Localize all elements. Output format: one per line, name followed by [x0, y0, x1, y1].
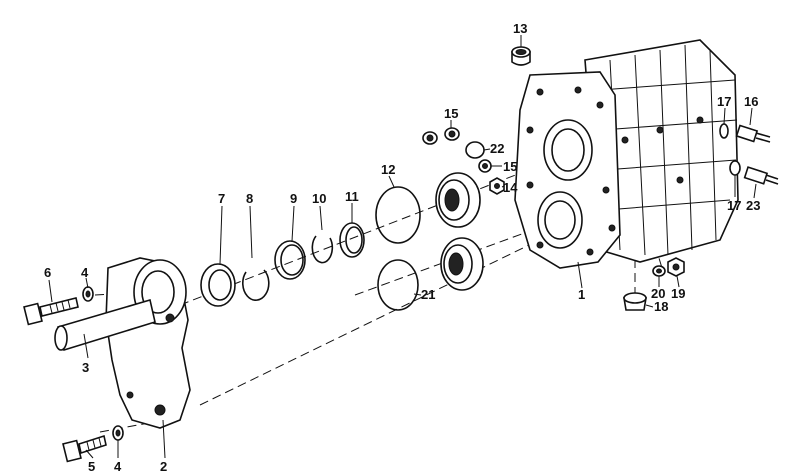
front-cover-2	[105, 257, 191, 429]
washer-17-upper	[719, 123, 729, 139]
callout-14: 14	[503, 180, 518, 195]
sensor-16	[735, 124, 771, 143]
washer-4-lower	[112, 425, 124, 441]
lower-bearing	[440, 237, 484, 291]
guide-tube-3	[54, 298, 156, 352]
housing-cross-ribs	[599, 79, 738, 211]
bolt-6	[23, 297, 79, 326]
plug-15-upper	[422, 127, 460, 145]
washer-17-lower	[729, 160, 741, 176]
transmission-housing	[514, 39, 739, 269]
ring-11	[339, 222, 365, 258]
circlip-8	[242, 269, 270, 301]
lower-axis-line	[199, 229, 561, 406]
shim-12	[375, 186, 421, 244]
bolt-5	[62, 434, 107, 463]
callout-18: 18	[654, 299, 668, 314]
housing-upper-bore-inner	[551, 128, 585, 172]
axis-line-bolt-5	[99, 419, 166, 433]
callout-1: 1	[578, 287, 585, 302]
callout-16: 16	[744, 94, 758, 109]
upper-bearing	[435, 172, 481, 228]
callout-8: 8	[246, 191, 253, 206]
top-plug-13	[511, 46, 531, 66]
sensor-23	[743, 166, 779, 185]
callout-22: 22	[490, 141, 504, 156]
shim-21	[377, 259, 419, 311]
axis-line-21	[354, 219, 561, 296]
callout-21: 21	[421, 287, 435, 302]
ring-9	[274, 240, 306, 280]
callout-10: 10	[312, 191, 326, 206]
circlip-10	[311, 235, 334, 264]
callout-20: 20	[651, 286, 665, 301]
callout-3: 3	[82, 360, 89, 375]
seal-7	[200, 263, 236, 307]
nut-19	[667, 257, 685, 277]
drain-plug-18	[623, 292, 647, 311]
washer-20	[652, 265, 666, 277]
callout-9: 9	[290, 191, 297, 206]
callout-15-lower: 15	[503, 159, 517, 174]
washer-4-upper	[82, 286, 94, 302]
housing-bolt-holes	[526, 86, 704, 256]
callout-2: 2	[160, 459, 167, 473]
callout-17-upper: 17	[717, 94, 731, 109]
housing-lower-bore-inner	[544, 200, 576, 240]
upper-axis-line	[179, 149, 581, 306]
callout-12: 12	[381, 162, 395, 177]
leader-lines	[48, 35, 757, 459]
callout-6: 6	[44, 265, 51, 280]
callout-19: 19	[671, 286, 685, 301]
callout-17-lower: 17	[727, 198, 741, 213]
plug-15-lower	[478, 159, 492, 173]
callout-labels: 1 2 3 4 4 5 6 7 8 9 10 11 12 13 14 15 15…	[44, 21, 760, 473]
nut-14	[489, 177, 505, 195]
callout-7: 7	[218, 191, 225, 206]
callout-13: 13	[513, 21, 527, 36]
callout-5: 5	[88, 459, 95, 473]
callout-23: 23	[746, 198, 760, 213]
callout-11: 11	[345, 189, 359, 204]
callout-15-upper: 15	[444, 106, 458, 121]
plug-22	[465, 141, 485, 159]
callout-4-upper: 4	[81, 265, 89, 280]
callout-4-lower: 4	[114, 459, 122, 473]
